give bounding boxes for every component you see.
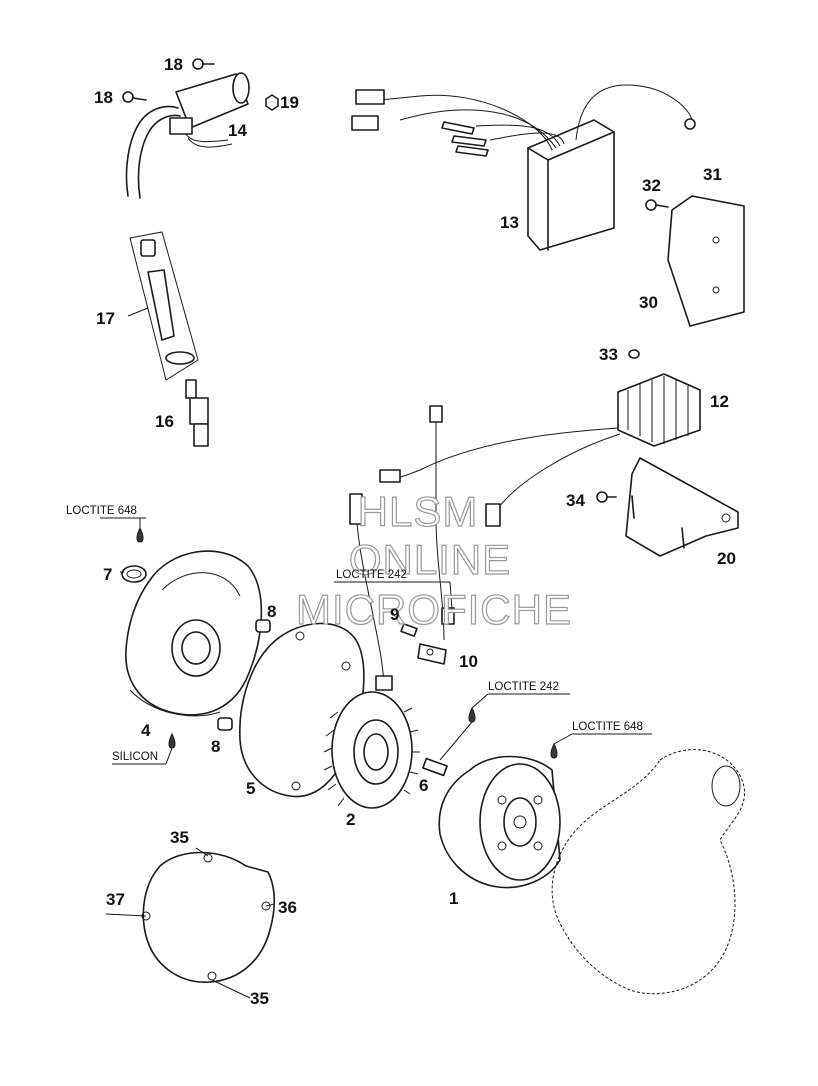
cover-gasket <box>239 622 365 798</box>
spark-plug <box>185 379 209 447</box>
leader-lines <box>100 307 652 999</box>
label-part-2: 2 <box>346 810 355 829</box>
notes: LOCTITE 648 LOCTITE 242 LOCTITE 242 LOCT… <box>66 505 643 763</box>
silicon-drop <box>168 732 176 749</box>
wiring-harness <box>349 405 621 691</box>
label-part-19: 19 <box>280 93 299 112</box>
label-part-20: 20 <box>717 549 736 568</box>
label-part-18-left: 18 <box>94 88 113 107</box>
note-loctite-242-screw: LOCTITE 242 <box>488 681 559 693</box>
label-part-33: 33 <box>599 345 618 364</box>
note-loctite-242-pickup: LOCTITE 242 <box>336 569 407 581</box>
label-part-13: 13 <box>500 213 519 232</box>
note-silicon: SILICON <box>112 751 158 763</box>
label-part-35-top: 35 <box>170 828 189 847</box>
label-part-31: 31 <box>703 165 722 184</box>
pickup-screw-9 <box>400 623 418 637</box>
loctite-drop-7 <box>136 526 144 543</box>
watermark-line-2: ONLINE <box>349 536 511 583</box>
label-part-37: 37 <box>106 890 125 909</box>
label-part-7: 7 <box>103 565 112 584</box>
label-part-8-upper: 8 <box>267 602 276 621</box>
label-part-16: 16 <box>155 412 174 431</box>
label-part-32: 32 <box>642 176 661 195</box>
note-loctite-648-cover: LOCTITE 648 <box>66 505 137 517</box>
coil-screw-18-left <box>122 91 147 103</box>
note-loctite-648-rotor: LOCTITE 648 <box>572 721 643 733</box>
label-part-4: 4 <box>141 721 151 740</box>
part-labels: 18 18 19 14 13 32 31 30 17 33 12 16 34 2… <box>94 55 736 1008</box>
pickup-coil-10 <box>417 643 447 665</box>
label-part-1: 1 <box>449 889 458 908</box>
label-part-10: 10 <box>459 652 478 671</box>
engine-case-outline <box>551 749 745 995</box>
dowel-8-lower <box>217 717 233 731</box>
label-part-34: 34 <box>566 491 585 510</box>
label-part-14: 14 <box>228 121 247 140</box>
label-part-8-lower: 8 <box>211 737 220 756</box>
rotor-screw-6 <box>422 757 448 777</box>
regulator-nut-33 <box>628 349 640 359</box>
dowel-8-upper <box>255 619 271 633</box>
label-part-5: 5 <box>246 779 255 798</box>
spark-plug-cap <box>129 231 199 381</box>
coil-nut-19 <box>265 94 279 111</box>
loctite-drop-screw <box>468 706 476 723</box>
label-part-12: 12 <box>710 392 729 411</box>
flywheel-rotor <box>438 755 561 889</box>
label-part-35-bottom: 35 <box>250 989 269 1008</box>
bracket-screw-34 <box>596 491 617 503</box>
inner-gasket <box>141 851 276 983</box>
label-part-6: 6 <box>419 776 428 795</box>
ignition-cover <box>125 550 263 717</box>
watermark: HLSM ONLINE MICROFICHE <box>295 487 572 633</box>
regulator-bracket <box>625 457 739 557</box>
label-part-17: 17 <box>96 309 115 328</box>
oil-seal-7 <box>121 565 147 583</box>
coil-screw-18-top <box>192 58 215 70</box>
label-part-18-top: 18 <box>164 55 183 74</box>
label-part-36: 36 <box>278 898 297 917</box>
voltage-regulator <box>617 373 701 447</box>
watermark-line-3: MICROFICHE <box>296 586 572 633</box>
stator <box>323 691 420 809</box>
cdi-unit <box>351 84 696 251</box>
loctite-drop-rotor <box>550 742 558 759</box>
watermark-line-1: HLSM <box>358 488 479 535</box>
plate-screw-32 <box>645 199 669 211</box>
label-part-9: 9 <box>390 605 399 624</box>
mounting-plate <box>667 195 745 327</box>
ignition-coil <box>125 72 250 199</box>
label-part-30: 30 <box>639 293 658 312</box>
